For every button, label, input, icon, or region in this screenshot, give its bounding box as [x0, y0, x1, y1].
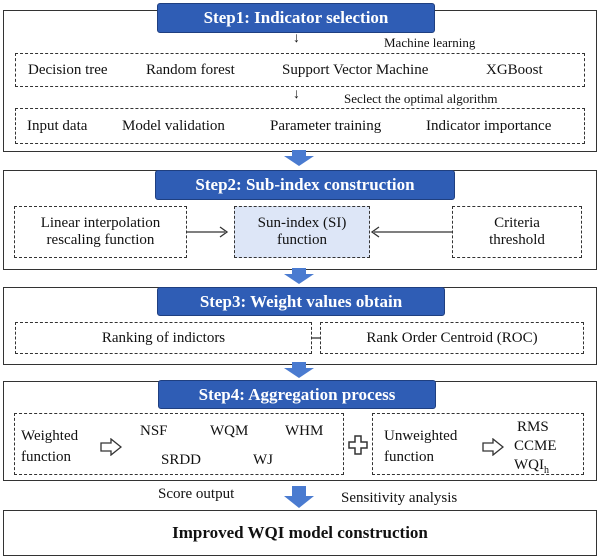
arrow-left-icon: [370, 226, 452, 238]
flow-arrow-icon: [284, 268, 314, 284]
flow-arrow-icon: [284, 486, 314, 508]
weighted-line1: Weighted: [21, 428, 79, 444]
linear-interpolation-box: Linear interpolation rescaling function: [14, 206, 187, 258]
method-wqih: WQIh: [514, 457, 549, 476]
method-srdd: SRDD: [161, 452, 202, 468]
flow-arrow-icon: [284, 150, 314, 166]
score-output-label: Score output: [158, 486, 235, 502]
step3-title: Step3: Weight values obtain: [157, 287, 445, 316]
arrow-right-icon: [187, 226, 229, 238]
select-algorithm-note: Seclect the optimal algorithm: [344, 91, 498, 106]
weighted-line2: function: [21, 449, 71, 465]
step1-title: Step1: Indicator selection: [157, 3, 435, 33]
sub-index-line2: function: [277, 232, 327, 248]
unweighted-line1: Unweighted: [384, 428, 458, 444]
roc-label: Rank Order Centroid (ROC): [366, 329, 538, 346]
method-nsf: NSF: [140, 423, 168, 439]
criteria-line1: Criteria: [494, 215, 540, 231]
down-arrow-icon: ↓: [293, 31, 300, 46]
unweighted-line2: function: [384, 449, 434, 465]
final-model-box: Improved WQI model construction: [3, 510, 597, 556]
step4-title: Step4: Aggregation process: [158, 380, 436, 409]
criteria-line2: threshold: [489, 232, 545, 248]
algorithm-svm: Support Vector Machine: [282, 62, 429, 78]
method-ccme: CCME: [514, 438, 557, 454]
ranking-box: Ranking of indictors: [15, 322, 312, 354]
hollow-arrow-right-icon: [482, 438, 504, 456]
algorithm-random-forest: Random forest: [146, 62, 235, 78]
algorithms-box: [15, 53, 585, 87]
wqi-subscript: h: [544, 465, 549, 476]
hollow-arrow-right-icon: [100, 438, 122, 456]
step2-title: Step2: Sub-index construction: [155, 170, 455, 200]
criteria-threshold-box: Criteria threshold: [452, 206, 582, 258]
pipeline-box: [15, 108, 585, 144]
machine-learning-note: Machine learning: [384, 35, 476, 50]
linear-interpolation-line2: rescaling function: [46, 232, 155, 248]
linear-interpolation-line1: Linear interpolation: [40, 215, 161, 231]
weighted-function-box: [14, 413, 344, 475]
sub-index-line1: Sun-index (SI): [257, 215, 347, 231]
down-arrow-icon: ↓: [293, 87, 300, 102]
plus-icon: [348, 435, 368, 455]
roc-box: Rank Order Centroid (ROC): [320, 322, 584, 354]
final-model-label: Improved WQI model construction: [172, 523, 428, 542]
method-wqm: WQM: [210, 423, 249, 439]
flow-arrow-icon: [284, 362, 314, 378]
pipeline-model-validation: Model validation: [122, 118, 225, 134]
method-wqi: WQI: [514, 457, 544, 473]
method-wj: WJ: [253, 452, 273, 468]
method-whm: WHM: [285, 423, 324, 439]
algorithm-decision-tree: Decision tree: [28, 62, 108, 78]
unweighted-function-box: [372, 413, 584, 475]
pipeline-parameter-training: Parameter training: [270, 118, 382, 134]
method-rms: RMS: [517, 419, 549, 435]
pipeline-indicator-importance: Indicator importance: [426, 118, 552, 134]
pipeline-input-data: Input data: [27, 118, 88, 134]
ranking-label: Ranking of indictors: [101, 329, 226, 346]
sensitivity-analysis-label: Sensitivity analysis: [341, 490, 458, 506]
sub-index-function-box: Sun-index (SI) function: [234, 206, 370, 258]
algorithm-xgboost: XGBoost: [486, 62, 543, 78]
